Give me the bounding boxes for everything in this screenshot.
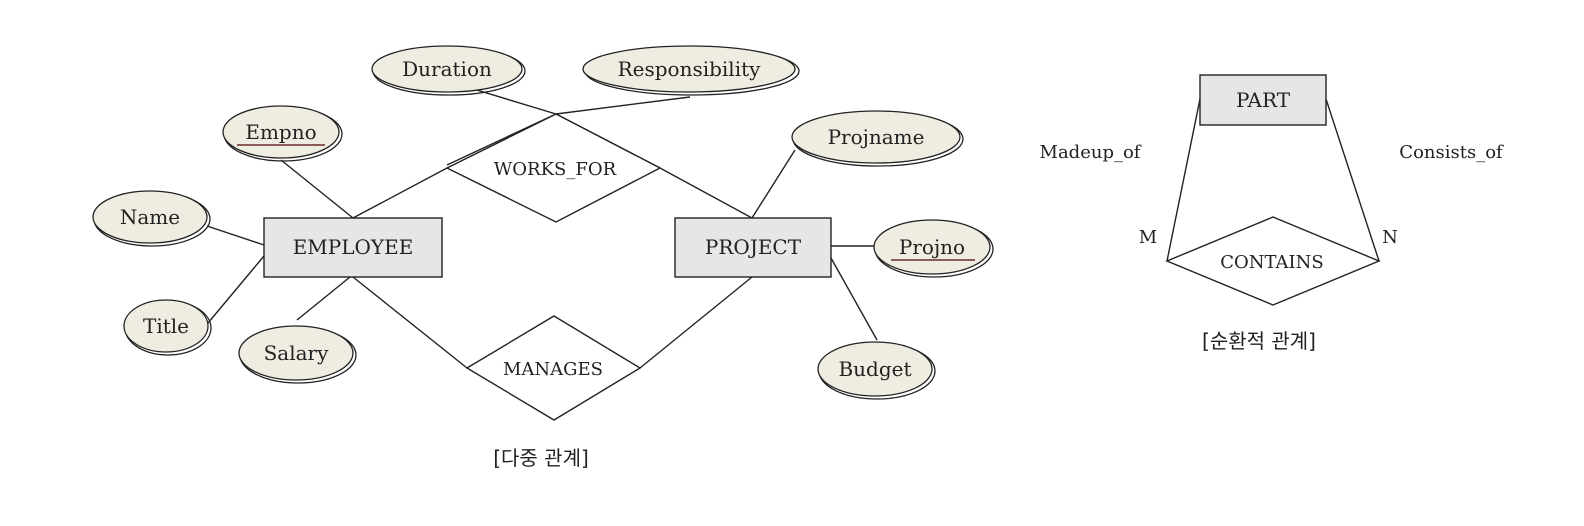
entity-project-label: PROJECT [705,235,802,259]
svg-text:Responsibility: Responsibility [618,57,762,81]
role-label-left: Madeup_of [1040,142,1142,163]
entity-part: PART [1199,74,1327,126]
svg-text:Projname: Projname [828,125,925,149]
entity-part-label: PART [1236,88,1291,112]
cardinality-left: M [1139,227,1157,248]
relationship-works-for: WORKS_FOR [445,113,662,223]
svg-text:Salary: Salary [264,341,330,365]
relationship-contains-label: CONTAINS [1220,252,1324,273]
svg-text:Duration: Duration [402,57,492,81]
attribute-salary: Salary [238,325,357,384]
entity-project: PROJECT [674,217,832,278]
svg-text:Name: Name [120,205,180,229]
role-label-right: Consists_of [1399,142,1504,163]
attribute-duration: Duration [371,45,526,96]
connector-lines [206,80,878,369]
attribute-title: Title [123,299,212,356]
relationship-contains: CONTAINS [1165,216,1381,306]
svg-text:Title: Title [143,314,189,338]
svg-text:Budget: Budget [838,357,911,381]
attribute-name: Name [92,190,211,247]
attribute-budget: Budget [817,341,936,400]
cardinality-right: N [1382,227,1398,248]
svg-text:Empno: Empno [245,120,316,144]
relationship-works-for-label: WORKS_FOR [494,159,617,180]
caption-multi-relationship: [다중 관계] [493,446,589,470]
entity-employee: EMPLOYEE [263,217,443,278]
relationship-manages-label: MANAGES [503,359,603,380]
attribute-empno: Empno [222,105,343,162]
attribute-projname: Projname [791,110,964,167]
svg-text:Projno: Projno [899,235,965,259]
attribute-responsibility: Responsibility [582,45,800,96]
caption-recursive-relationship: [순환적 관계] [1202,329,1316,353]
relationship-manages: MANAGES [465,315,642,421]
attribute-projno: Projno [873,219,994,278]
entity-employee-label: EMPLOYEE [293,235,414,259]
recursive-connectors [1166,98,1380,262]
